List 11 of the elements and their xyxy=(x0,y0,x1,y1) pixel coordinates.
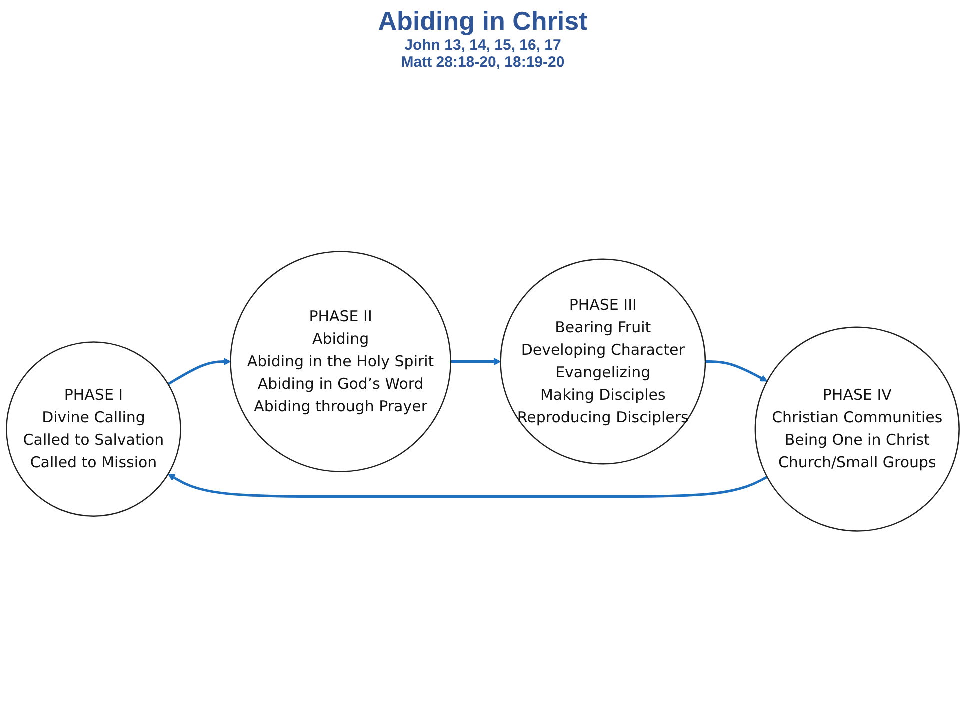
node-circle: PHASE III Bearing Fruit Developing Character Evangelizing Making Disciples Reproducing Disciplers xyxy=(500,258,706,465)
node-circle: PHASE IV Christian Communities Being One in Christ Church/Small Groups xyxy=(754,326,960,532)
scripture-reference: Matt 28:18-20, 18:19-20 xyxy=(400,54,566,71)
node-circle: PHASE II Abiding Abiding in the Holy Spirit Abiding in God’s Word Abiding through Prayer xyxy=(230,251,452,472)
arrow xyxy=(168,358,232,386)
scripture-reference: John 13, 14, 15, 16, 17 xyxy=(404,37,562,54)
center-heading: Abiding in Christ xyxy=(378,6,588,37)
arrow xyxy=(706,360,768,382)
node-circle: PHASE I Divine Calling Called to Salvation Called to Mission xyxy=(6,342,182,517)
arrow xyxy=(168,474,768,498)
arrow xyxy=(450,358,502,366)
